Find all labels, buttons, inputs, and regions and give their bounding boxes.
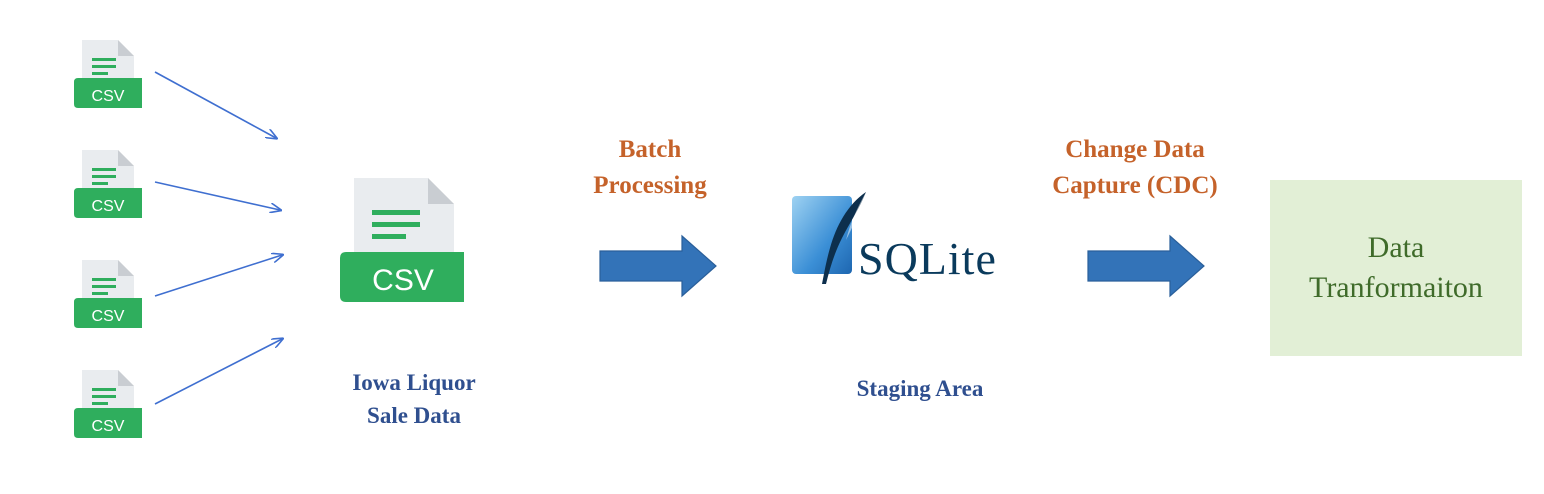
csv-icon-label: CSV <box>92 198 125 215</box>
csv-file-icon: CSV <box>74 40 142 108</box>
transform-line2: Tranformaiton <box>1309 271 1483 304</box>
cdc-flow-arrow <box>1087 234 1205 298</box>
source-arrow-3 <box>154 255 282 297</box>
staging-area-label: Staging Area <box>856 376 984 401</box>
csv-dataset-icon: CSV <box>340 178 464 302</box>
sqlite-logo-icon <box>792 192 866 284</box>
dataset-label-line2: Sale Data <box>367 403 461 429</box>
batch-label-line1: Batch <box>618 136 682 163</box>
csv-file-icon: CSV <box>74 150 142 218</box>
dataset-label-line1: Iowa Liquor <box>352 370 476 395</box>
data-transformation-box: Data Tranformaiton <box>1270 180 1522 356</box>
cdc-label: Change Data Capture (CDC) <box>1020 132 1250 205</box>
batch-processing-label: Batch Processing <box>560 132 740 205</box>
sqlite-logo-text: SQLite <box>858 233 997 284</box>
csv-dataset-icon-label: CSV <box>372 264 434 297</box>
csv-icon-label: CSV <box>92 88 125 105</box>
source-arrow-1 <box>154 71 276 138</box>
cdc-label-line1: Change Data <box>1065 136 1205 163</box>
source-arrow-4 <box>154 339 282 405</box>
csv-file-icon: CSV <box>74 370 142 438</box>
cdc-label-line2: Capture (CDC) <box>1052 172 1218 200</box>
transform-line1: Data <box>1367 231 1425 265</box>
csv-icon-label: CSV <box>92 418 125 435</box>
csv-icon-label: CSV <box>92 308 125 325</box>
csv-file-icon: CSV <box>74 260 142 328</box>
source-arrow-2 <box>154 181 280 210</box>
dataset-label: Iowa Liquor Sale Data <box>314 366 514 433</box>
batch-label-line2: Processing <box>593 172 707 200</box>
batch-flow-arrow <box>599 234 717 298</box>
